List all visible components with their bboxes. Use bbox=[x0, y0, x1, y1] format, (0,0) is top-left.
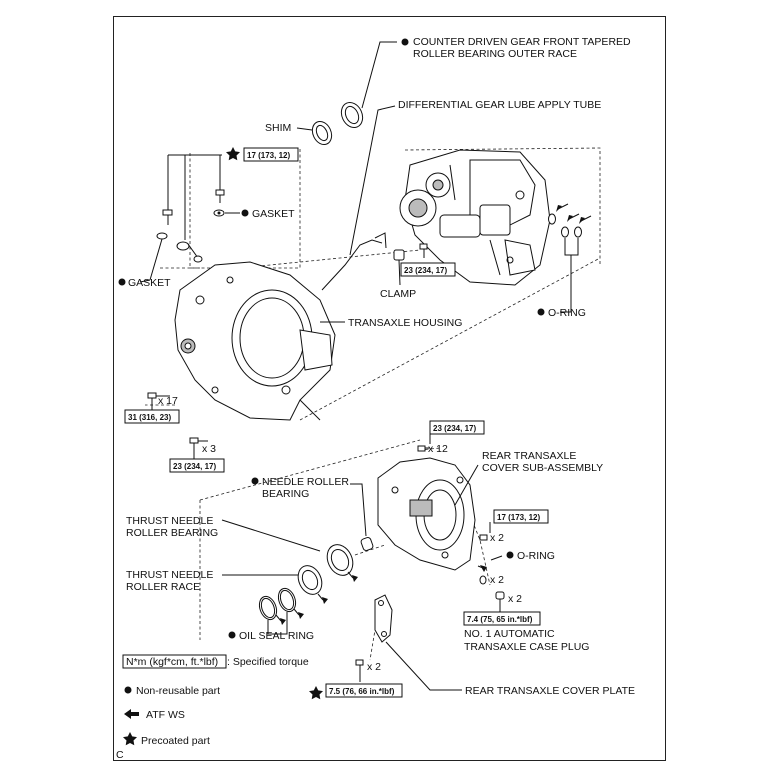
torque-box bbox=[463, 611, 541, 626]
torque-17-cover: 17 (173, 12) bbox=[497, 513, 540, 522]
torque-box bbox=[169, 458, 225, 473]
label-rear-cover-1: REAR TRANSAXLE bbox=[482, 450, 576, 462]
qty-x2-a: x 2 bbox=[490, 532, 504, 544]
legend-torque-desc: : Specified torque bbox=[227, 656, 309, 668]
atf-arrow-icon bbox=[322, 597, 328, 604]
label-thrust-race-1: THRUST NEEDLE bbox=[126, 569, 213, 581]
non-reusable-bullet-icon bbox=[251, 477, 259, 485]
torque-17-top: 17 (173, 12) bbox=[247, 151, 290, 160]
o-rings-top bbox=[548, 203, 592, 313]
label-needle-roller-2: BEARING bbox=[262, 488, 309, 500]
housing-lower-bolts bbox=[147, 321, 345, 459]
transaxle-housing bbox=[174, 261, 336, 421]
label-thrust-bearing-2: ROLLER BEARING bbox=[126, 527, 218, 539]
qty-x17: x 17 bbox=[158, 395, 178, 407]
label-case-plug-2: TRANSAXLE CASE PLUG bbox=[464, 641, 589, 653]
corner-code: C bbox=[116, 749, 124, 761]
label-rear-cover-plate: REAR TRANSAXLE COVER PLATE bbox=[465, 685, 635, 697]
clamp bbox=[393, 243, 428, 286]
non-reusable-bullet-icon bbox=[118, 278, 126, 286]
qty-x2-c: x 2 bbox=[508, 593, 522, 605]
torque-box bbox=[243, 147, 299, 162]
non-reusable-bullet-icon bbox=[401, 38, 409, 46]
label-rear-cover-2: COVER SUB-ASSEMBLY bbox=[482, 462, 603, 474]
atf-arrow-icon bbox=[480, 565, 487, 572]
legend-torque-box bbox=[122, 654, 227, 669]
shim-and-race bbox=[296, 41, 397, 146]
thrust-parts bbox=[221, 519, 358, 604]
diagram-frame bbox=[113, 16, 666, 761]
needle-roller-bearing bbox=[350, 483, 374, 552]
label-case-plug-1: NO. 1 AUTOMATIC bbox=[464, 628, 555, 640]
torque-23-clamp: 23 (234, 17) bbox=[404, 266, 447, 275]
legend-atf-ws: ATF WS bbox=[146, 709, 185, 721]
qty-x2-d: x 2 bbox=[367, 661, 381, 673]
housing-bolts bbox=[139, 154, 240, 283]
label-gasket-left: GASKET bbox=[128, 277, 171, 289]
label-thrust-bearing-1: THRUST NEEDLE bbox=[126, 515, 213, 527]
label-counter-driven-gear-1: COUNTER DRIVEN GEAR FRONT TAPERED bbox=[413, 36, 631, 48]
non-reusable-bullet-icon bbox=[124, 686, 132, 694]
label-thrust-race-2: ROLLER RACE bbox=[126, 581, 200, 593]
non-reusable-bullet-icon bbox=[537, 308, 545, 316]
non-reusable-bullet-icon bbox=[228, 631, 236, 639]
label-o-ring-top: O-RING bbox=[548, 307, 586, 319]
label-clamp: CLAMP bbox=[380, 288, 416, 300]
torque-7-5: 7.5 (76, 66 in.*lbf) bbox=[329, 687, 395, 696]
torque-box bbox=[400, 262, 456, 277]
precoated-star-icon bbox=[309, 686, 323, 700]
rear-cover-plate bbox=[355, 594, 462, 691]
atf-arrow-icon bbox=[280, 618, 286, 625]
label-needle-roller-1: NEEDLE ROLLER bbox=[262, 476, 349, 488]
atf-ws-arrow-icon bbox=[124, 709, 139, 719]
non-reusable-bullet-icon bbox=[506, 551, 514, 559]
atf-arrow-icon bbox=[298, 612, 304, 619]
torque-31: 31 (316, 23) bbox=[128, 413, 171, 422]
torque-7-4: 7.4 (75, 65 in.*lbf) bbox=[467, 615, 533, 624]
torque-23-cover: 23 (234, 17) bbox=[433, 424, 476, 433]
torque-23-low: 23 (234, 17) bbox=[173, 462, 216, 471]
qty-x12: x 12 bbox=[428, 443, 448, 455]
label-shim: SHIM bbox=[265, 122, 291, 134]
label-gasket-right: GASKET bbox=[252, 208, 295, 220]
legend-precoated: Precoated part bbox=[141, 735, 210, 747]
rear-transaxle-cover bbox=[377, 457, 479, 571]
precoated-star-icon bbox=[123, 732, 137, 746]
oil-seal-rings bbox=[258, 587, 304, 635]
label-o-ring-bottom: O-RING bbox=[517, 550, 555, 562]
legend-non-reusable: Non-reusable part bbox=[136, 685, 220, 697]
legend-torque-units: N*m (kgf*cm, ft.*lbf) bbox=[126, 656, 218, 668]
qty-x2-b: x 2 bbox=[490, 574, 504, 586]
label-counter-driven-gear-2: ROLLER BEARING OUTER RACE bbox=[413, 48, 577, 60]
precoated-star-icon bbox=[226, 147, 240, 161]
diff-lube-tube bbox=[321, 105, 396, 291]
legend: N*m (kgf*cm, ft.*lbf) : Specified torque… bbox=[116, 654, 309, 761]
label-transaxle-housing: TRANSAXLE HOUSING bbox=[348, 317, 462, 329]
torque-box bbox=[124, 409, 180, 424]
atf-arrow-icon bbox=[352, 575, 358, 582]
rear-cover-bolts bbox=[417, 433, 491, 541]
plug-and-oring bbox=[477, 555, 505, 612]
bullet-markers bbox=[118, 38, 545, 639]
transaxle-gear-assembly bbox=[399, 149, 551, 286]
qty-x3: x 3 bbox=[202, 443, 216, 455]
non-reusable-bullet-icon bbox=[241, 209, 249, 217]
torque-box bbox=[493, 509, 549, 524]
label-diff-lube-tube: DIFFERENTIAL GEAR LUBE APPLY TUBE bbox=[398, 99, 601, 111]
torque-box bbox=[325, 683, 403, 698]
label-oil-seal-ring: OIL SEAL RING bbox=[239, 630, 314, 642]
torque-box bbox=[429, 420, 485, 435]
